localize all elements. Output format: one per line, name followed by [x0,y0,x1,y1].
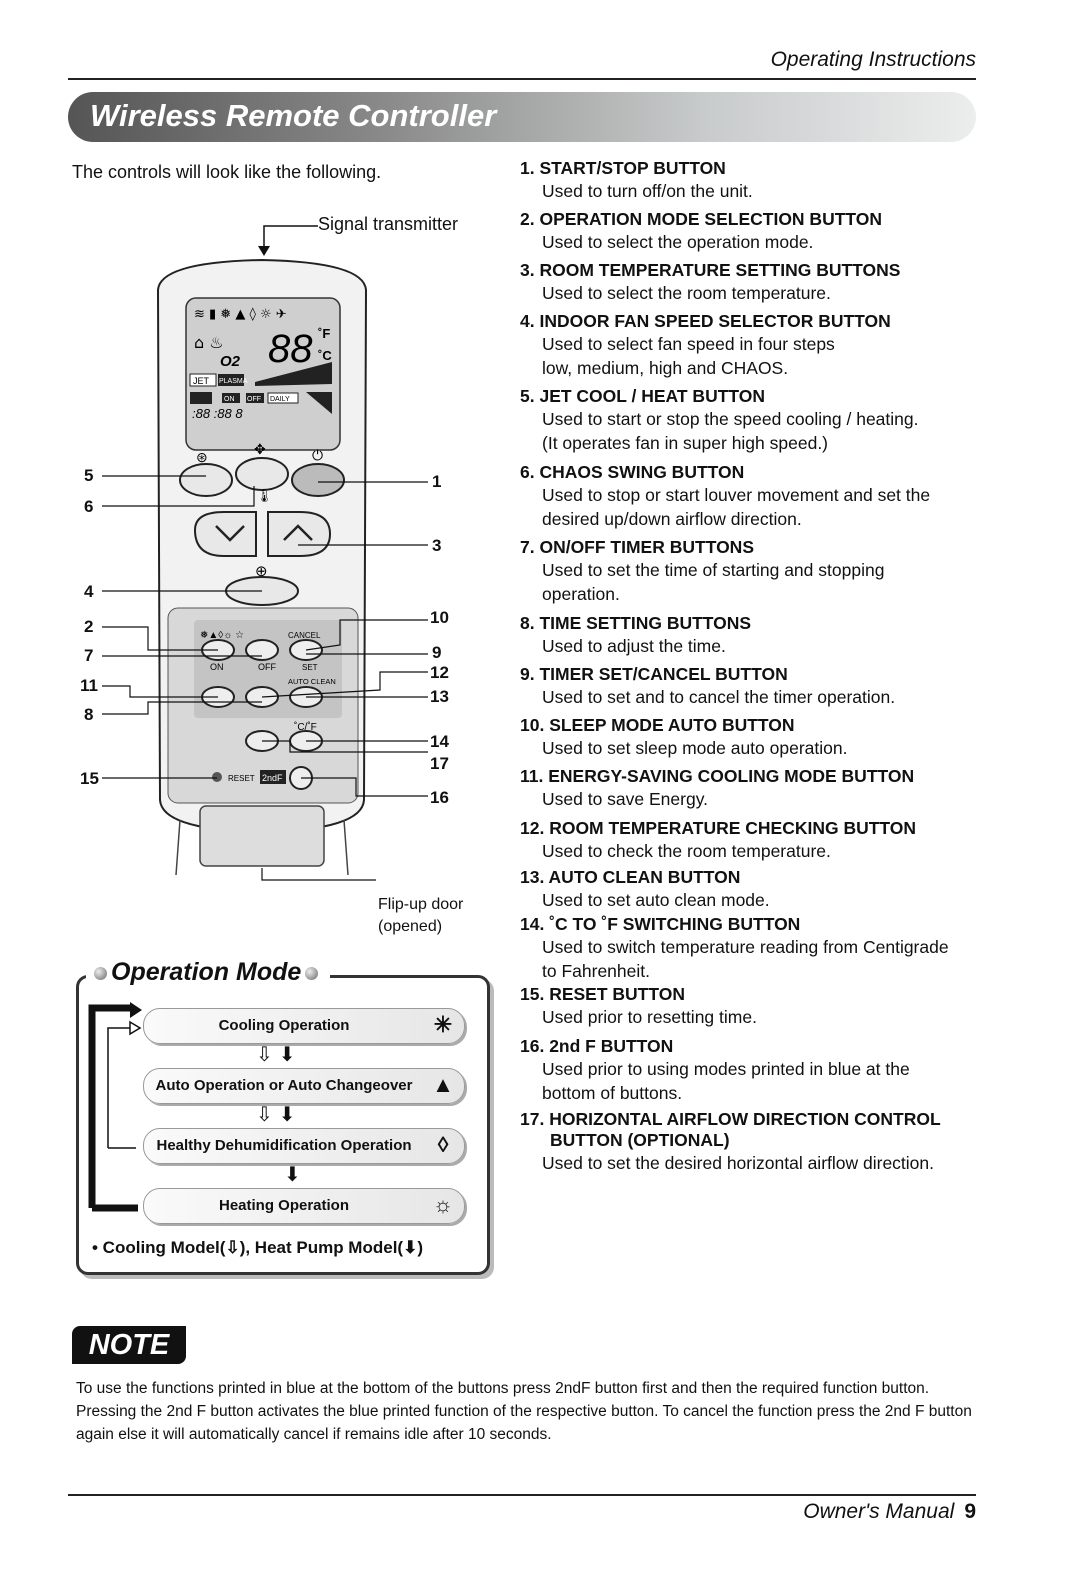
lcd-digits: 88 [268,327,313,371]
callout-13: 13 [430,687,449,706]
list-item: 8. TIME SETTING BUTTONS Used to adjust t… [520,613,752,656]
callout-16: 16 [430,788,449,807]
sun-icon: ☼ [432,1192,454,1217]
callout-6: 6 [84,497,94,516]
mode-arrow-heat: ⬇ [284,1164,307,1186]
note-badge: NOTE [72,1326,186,1364]
list-item: 17. HORIZONTAL AIRFLOW DIRECTION CONTROL… [520,1109,941,1173]
note-text: To use the functions printed in blue at … [76,1380,972,1443]
svg-text:2ndF: 2ndF [262,773,283,783]
list-item: 16. 2nd F BUTTON Used prior to using mod… [520,1036,910,1103]
list-item: 6. CHAOS SWING BUTTON Used to stop or st… [520,462,931,529]
svg-text:❅▲◊☼ ☆: ❅▲◊☼ ☆ [200,630,244,641]
callout-12: 12 [430,663,449,682]
svg-text:OFF: OFF [247,396,261,403]
drop-icon: ◊ [437,1132,449,1157]
callout-10: 10 [430,608,449,627]
callout-14: 14 [430,732,449,751]
list-item: 7. ON/OFF TIMER BUTTONS Used to set the … [520,537,885,604]
mode-arrows: ⇩⬇ [256,1044,302,1066]
callout-11: 11 [80,676,98,695]
svg-text::88 :88 8: :88 :88 8 [192,406,243,421]
svg-text:DAILY: DAILY [270,396,290,403]
callout-1: 1 [432,472,442,491]
snowflake-icon: ✳ [433,1012,453,1037]
svg-text:CANCEL: CANCEL [288,631,321,640]
running-header: Operating Instructions [770,48,976,71]
flip-up-door-label: Flip-up door (opened) [378,896,464,935]
svg-text:O2: O2 [220,353,241,370]
svg-text:˚F: ˚F [318,326,330,341]
operation-mode-title: Operation Mode [86,958,331,987]
list-item: 2. OPERATION MODE SELECTION BUTTON Used … [520,209,883,252]
signal-transmitter-label: Signal transmitter [318,214,459,234]
mode-heating: Heating Operation ☼ [143,1188,465,1224]
callout-15: 15 [80,769,99,788]
bullet-icon [305,966,319,980]
mode-arrows: ⇩⬇ [256,1104,302,1126]
svg-text:ON: ON [224,396,235,403]
callout-9: 9 [432,643,442,662]
page-footer: Owner's Manual 9 [803,1500,976,1524]
mode-auto: Auto Operation or Auto Changeover ▲ [143,1068,465,1104]
svg-text:˚C: ˚C [318,348,332,363]
svg-text:⊕: ⊕ [255,563,268,580]
svg-text:⌂ ♨: ⌂ ♨ [194,333,224,352]
svg-text:˚C/˚F: ˚C/˚F [294,721,317,733]
callout-4: 4 [84,582,94,601]
model-legend: • Cooling Model(⇩), Heat Pump Model(⬇) [92,1238,424,1257]
callout-17: 17 [430,754,449,773]
cooling-arrow-icon: ⇩ [225,1238,240,1257]
bullet-icon [94,966,107,980]
svg-text:⏻: ⏻ [312,447,323,463]
list-item: 11. ENERGY-SAVING COOLING MODE BUTTON Us… [520,766,915,809]
mode-cycle-bracket [88,1002,142,1212]
remote-illustration: ≋ ▮ ❅ ▲ ◊ ☼ ✈ ⌂ ♨ 88 ˚F ˚C O2 JET PLASMA… [102,225,428,881]
footer-rule [68,1494,976,1496]
svg-text:PLASMA: PLASMA [219,378,248,385]
svg-text:AUTO CLEAN: AUTO CLEAN [288,677,336,686]
auto-icon: ▲ [432,1072,454,1097]
mode-dehumidification: Healthy Dehumidification Operation ◊ [143,1128,465,1164]
heat-arrow-icon: ⬇ [403,1238,418,1257]
svg-text:⊛: ⊛ [196,449,208,465]
list-item: 10. SLEEP MODE AUTO BUTTON Used to set s… [520,715,848,758]
callout-7: 7 [84,646,94,665]
list-item: 4. INDOOR FAN SPEED SELECTOR BUTTON Used… [520,311,891,378]
svg-text:OFF: OFF [258,662,276,672]
svg-text:ON: ON [210,662,224,672]
callout-5: 5 [84,466,94,485]
list-item: 5. JET COOL / HEAT BUTTON Used to start … [520,386,919,453]
header-rule [68,78,976,80]
svg-text:SET: SET [302,663,318,672]
section-title: Wireless Remote Controller [90,98,497,133]
page-number: 9 [964,1500,976,1523]
section-banner: Wireless Remote Controller [68,92,976,142]
svg-text:✥: ✥ [254,441,266,457]
list-item: 9. TIMER SET/CANCEL BUTTON Used to set a… [520,664,896,707]
list-item: 14. ˚C TO ˚F SWITCHING BUTTON Used to sw… [520,914,949,981]
svg-text:JET: JET [193,376,210,386]
svg-text:🌡: 🌡 [256,488,273,503]
list-item: 3. ROOM TEMPERATURE SETTING BUTTONS Used… [520,260,901,303]
list-item: 12. ROOM TEMPERATURE CHECKING BUTTON Use… [520,818,917,861]
callout-3: 3 [432,536,442,555]
svg-text:RESET: RESET [228,774,255,783]
list-item: 13. AUTO CLEAN BUTTON Used to set auto c… [520,867,770,910]
callout-8: 8 [84,705,94,724]
callout-2: 2 [84,617,94,636]
mode-cooling: Cooling Operation ✳ [143,1008,465,1044]
list-item: 1. START/STOP BUTTON Used to turn off/on… [520,158,753,201]
footer-label: Owner's Manual [803,1500,955,1523]
svg-text:≋ ▮ ❅ ▲ ◊ ☼ ✈: ≋ ▮ ❅ ▲ ◊ ☼ ✈ [194,307,287,322]
list-item: 15. RESET BUTTON Used prior to resetting… [520,984,757,1027]
intro-text: The controls will look like the followin… [72,162,382,182]
